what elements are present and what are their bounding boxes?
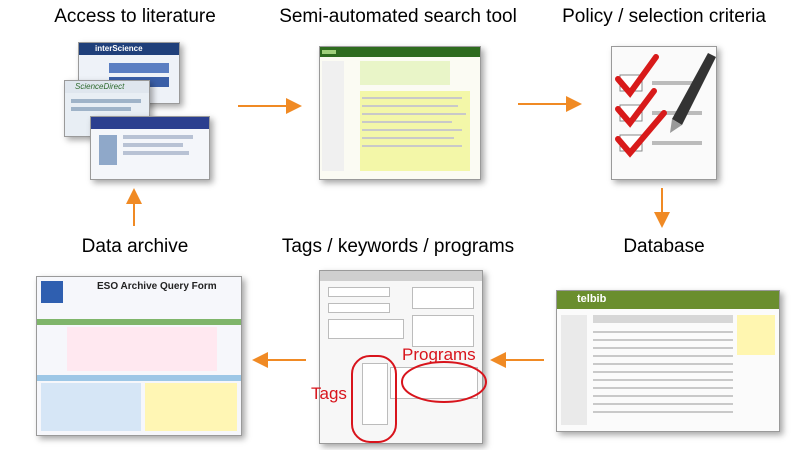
- check-mark-3: [615, 110, 667, 158]
- tags-annotation: Tags: [311, 384, 347, 403]
- sciencedirect-logo: ScienceDirect: [75, 82, 125, 91]
- database-screen: telbib: [556, 290, 780, 432]
- telbib-logo: telbib: [577, 293, 607, 305]
- pen-icon: [670, 53, 716, 133]
- heading-access-to-literature: Access to literature: [54, 6, 216, 27]
- check-mark-2: [615, 88, 657, 128]
- heading-database: Database: [623, 236, 705, 257]
- heading-semi-automated-search-tool: Semi-automated search tool: [279, 6, 517, 27]
- programs-annotation: Programs: [402, 345, 476, 364]
- checklist-panel: [611, 46, 717, 180]
- heading-data-archive: Data archive: [81, 236, 189, 257]
- check-mark-1: [615, 54, 659, 98]
- heading-policy-selection-criteria: Policy / selection criteria: [562, 6, 766, 27]
- search-tool-screen: [319, 46, 481, 180]
- literature-screens: interScience ScienceDirect: [60, 40, 210, 180]
- interscience-logo: interScience: [95, 44, 143, 53]
- tags-form-screen: [319, 270, 483, 444]
- tags-highlight-outline: [351, 355, 397, 443]
- journal-screen: [90, 116, 210, 180]
- archive-title: ESO Archive Query Form: [97, 281, 217, 292]
- programs-highlight-outline: [401, 361, 487, 403]
- archive-query-screen: ESO Archive Query Form: [36, 276, 242, 436]
- checklist-illustration: [615, 53, 716, 158]
- heading-tags-keywords-programs: Tags / keywords / programs: [281, 236, 515, 257]
